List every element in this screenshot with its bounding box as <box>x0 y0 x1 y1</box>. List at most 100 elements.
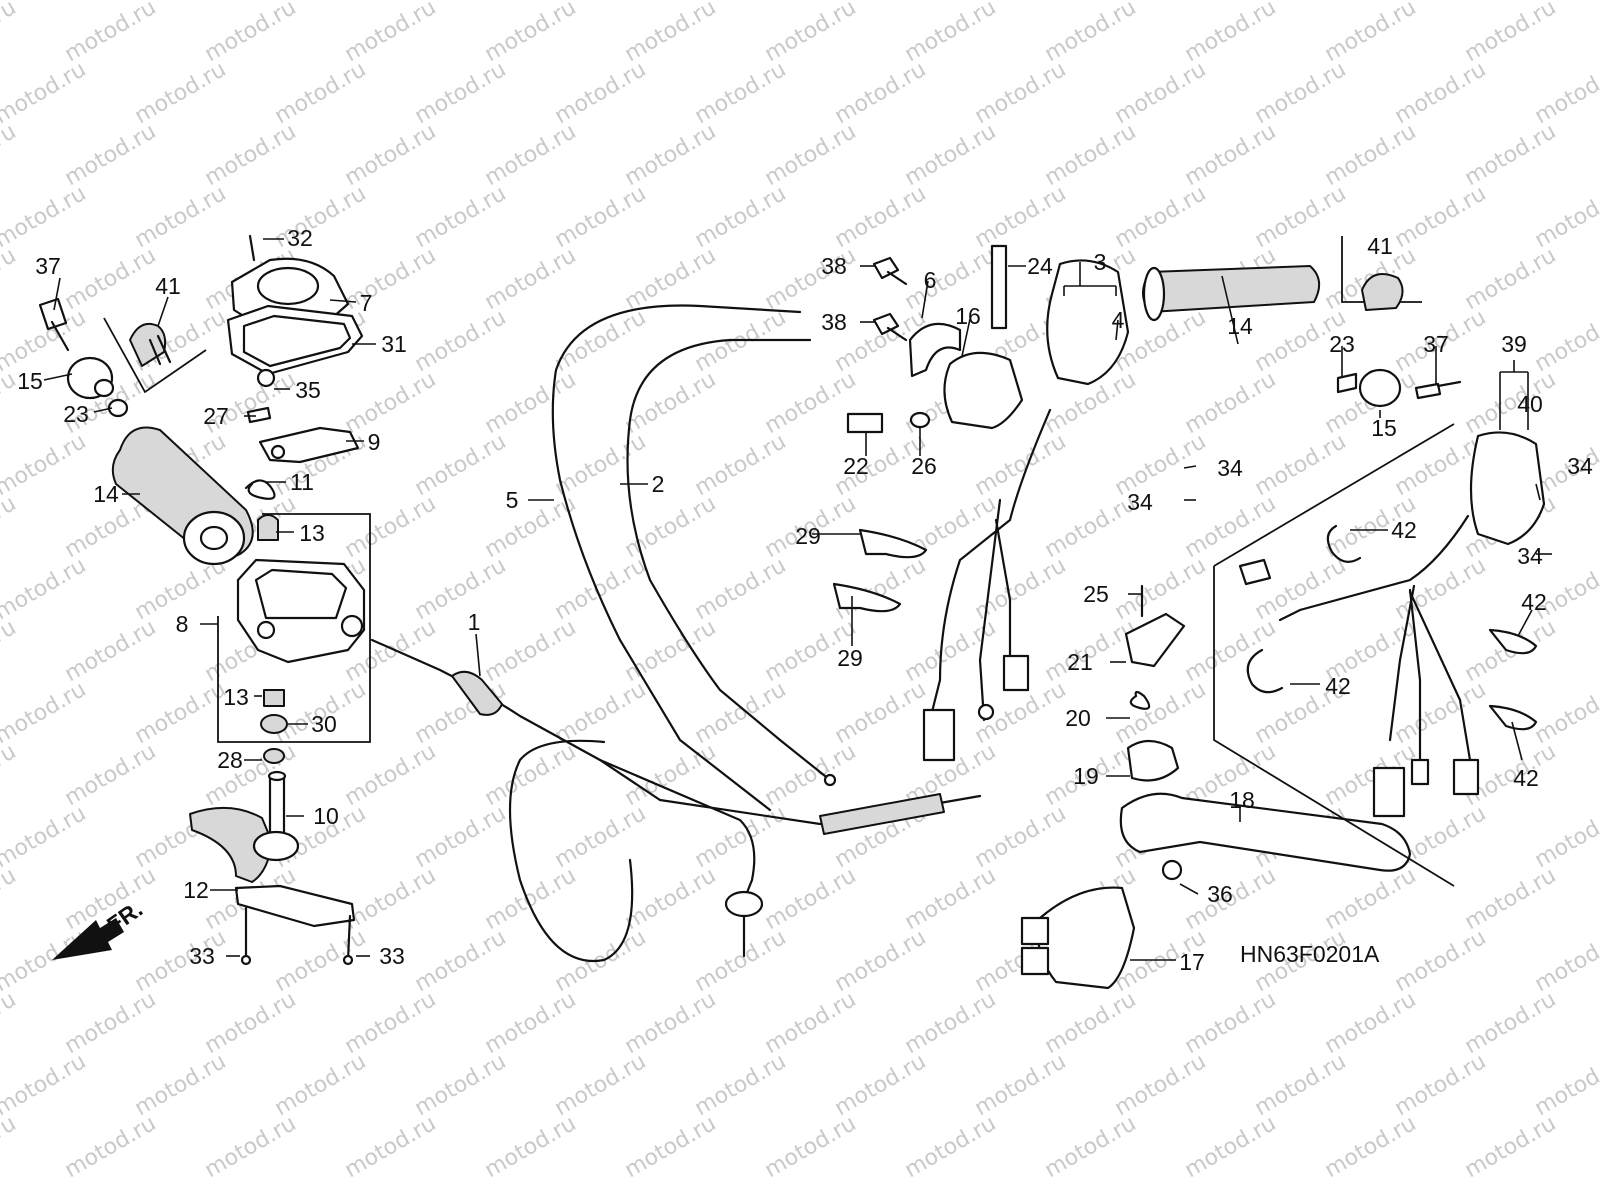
watermark-text: motod.ru <box>901 119 1001 191</box>
watermark-text: motod.ru <box>1321 1111 1421 1183</box>
watermark-text: motod.ru <box>0 1049 90 1121</box>
watermark-text: motod.ru <box>901 1111 1001 1183</box>
watermark-text: motod.ru <box>341 367 441 439</box>
callout-7: 7 <box>360 290 373 316</box>
watermark-text: motod.ru <box>481 615 581 687</box>
watermark-text: motod.ru <box>1251 181 1351 253</box>
watermark-text: motod.ru <box>691 677 791 749</box>
callout-34-d: 34 <box>1517 543 1543 569</box>
callout-labels: 37 41 15 23 14 32 7 31 35 27 9 11 13 8 1… <box>17 225 1593 975</box>
watermark-text: motod.ru <box>0 925 90 997</box>
grip-right <box>1142 265 1462 408</box>
callout-12: 12 <box>183 877 209 903</box>
watermark-text: motod.ru <box>1531 801 1600 873</box>
watermark-text: motod.ru <box>831 181 931 253</box>
watermark-text: motod.ru <box>551 553 651 625</box>
callout-11: 11 <box>290 469 314 495</box>
watermark-text: motod.ru <box>1531 1049 1600 1121</box>
watermark-text: motod.ru <box>0 491 20 563</box>
callout-29-top: 29 <box>795 523 821 549</box>
watermark-text: motod.ru <box>1391 181 1491 253</box>
watermark-text: motod.ru <box>0 987 20 1059</box>
watermark-text: motod.ru <box>761 863 861 935</box>
watermark-text: motod.ru <box>0 1111 20 1183</box>
watermark-text: motod.ru <box>1111 553 1211 625</box>
callout-3: 3 <box>1094 249 1107 275</box>
watermark-text: motod.ru <box>551 57 651 129</box>
switch-right-harness <box>922 259 1130 762</box>
watermark-text: motod.ru <box>761 987 861 1059</box>
watermark-text: motod.ru <box>831 925 931 997</box>
watermark-text: motod.ru <box>411 429 511 501</box>
callout-15-right: 15 <box>1371 415 1397 441</box>
watermark-text: motod.ru <box>411 553 511 625</box>
watermark-text: motod.ru <box>551 429 651 501</box>
watermark-text: motod.ru <box>901 615 1001 687</box>
callout-22: 22 <box>843 453 869 479</box>
watermark-text: motod.ru <box>1391 57 1491 129</box>
watermark-text: motod.ru <box>1391 1049 1491 1121</box>
watermark-text: motod.ru <box>0 739 20 811</box>
watermark-text: motod.ru <box>61 987 161 1059</box>
watermark-text: motod.ru <box>551 181 651 253</box>
watermark-text: motod.ru <box>1251 1049 1351 1121</box>
watermark-text: motod.ru <box>691 1049 791 1121</box>
watermark-text: motod.ru <box>691 429 791 501</box>
watermark-text: motod.ru <box>341 0 441 67</box>
callout-16: 16 <box>955 303 981 329</box>
watermark-text: motod.ru <box>411 305 511 377</box>
watermark-text: motod.ru <box>61 739 161 811</box>
callout-34-c: 34 <box>1567 453 1593 479</box>
watermark-text: motod.ru <box>551 1049 651 1121</box>
watermark-text: motod.ru <box>831 677 931 749</box>
watermark-text: motod.ru <box>1181 0 1281 67</box>
callout-38-bottom: 38 <box>821 309 847 335</box>
watermark-text: motod.ru <box>481 243 581 315</box>
watermark-text: motod.ru <box>901 987 1001 1059</box>
watermark-text: motod.ru <box>1041 491 1141 563</box>
watermark-text: motod.ru <box>1531 57 1600 129</box>
callout-37-left: 37 <box>35 253 61 279</box>
watermark-text: motod.ru <box>0 677 90 749</box>
watermark-text: motod.ru <box>271 181 371 253</box>
watermark-text: motod.ru <box>61 243 161 315</box>
callout-30: 30 <box>311 711 337 737</box>
watermark-text: motod.ru <box>901 863 1001 935</box>
watermark-text: motod.ru <box>691 305 791 377</box>
watermark-text: motod.ru <box>131 1049 231 1121</box>
watermark-text: motod.ru <box>341 863 441 935</box>
callout-18: 18 <box>1229 787 1255 813</box>
callout-4: 4 <box>1112 307 1125 333</box>
callout-35: 35 <box>295 377 321 403</box>
throttle-housing <box>217 513 371 764</box>
watermark-text: motod.ru <box>0 243 20 315</box>
callout-31: 31 <box>381 331 407 357</box>
watermark-text: motod.ru <box>971 801 1071 873</box>
watermark-text: motod.ru <box>1181 491 1281 563</box>
watermark-text: motod.ru <box>1181 987 1281 1059</box>
callout-34-a: 34 <box>1217 455 1243 481</box>
watermark-text: motod.ru <box>1321 987 1421 1059</box>
watermark-text: motod.ru <box>341 1111 441 1183</box>
leader-lines <box>43 238 1552 961</box>
callout-25: 25 <box>1083 581 1109 607</box>
callout-23-right: 23 <box>1329 331 1355 357</box>
watermark-text: motod.ru <box>621 863 721 935</box>
watermark-text: motod.ru <box>1041 1111 1141 1183</box>
watermark-text: motod.ru <box>0 57 90 129</box>
watermark-text: motod.ru <box>481 0 581 67</box>
watermark-text: motod.ru <box>61 615 161 687</box>
watermark-text: motod.ru <box>1251 57 1351 129</box>
watermark-text: motod.ru <box>341 119 441 191</box>
watermark-text: motod.ru <box>1531 181 1600 253</box>
watermark-text: motod.ru <box>481 863 581 935</box>
watermark-text: motod.ru <box>61 119 161 191</box>
watermark-text: motod.ru <box>1391 553 1491 625</box>
watermark-text: motod.ru <box>621 367 721 439</box>
callout-5: 5 <box>506 487 519 513</box>
watermark-text: motod.ru <box>761 367 861 439</box>
callout-33-left: 33 <box>189 943 215 969</box>
callout-33-right: 33 <box>379 943 405 969</box>
watermark-text: motod.ru <box>0 801 90 873</box>
watermark-text: motod.ru <box>1321 0 1421 67</box>
